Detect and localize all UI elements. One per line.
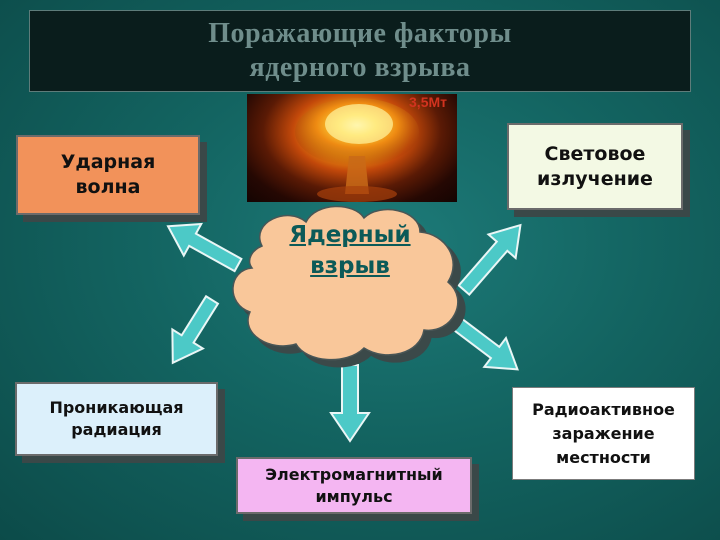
explosion-cloud	[232, 205, 459, 361]
arrow-to-emp	[329, 364, 371, 443]
factor-emp: Электромагнитный импульс	[236, 457, 472, 514]
title-line-2: ядерного взрыва	[249, 52, 471, 83]
factor-penetrating-radiation: Проникающая радиация	[15, 382, 218, 456]
arrow-to-shock-wave	[166, 222, 243, 273]
nuclear-explosion-label: Ядерный взрыв	[289, 222, 411, 279]
arrow-to-penetrating-radiation	[171, 294, 220, 365]
factor-radioactive-contamination: Радиоактивное заражение местности	[512, 387, 695, 480]
title-line-1: Поражающие факторы	[208, 18, 512, 49]
factor-light-radiation: Световое излучение	[507, 123, 683, 210]
factor-shock-wave: Ударная волна	[16, 135, 200, 215]
explosion-photo: 3,5Мт	[247, 94, 457, 202]
factor-radioactive-contamination-label: Радиоактивное заражение местности	[532, 399, 675, 467]
factor-penetrating-radiation-label: Проникающая радиация	[49, 398, 184, 439]
mushroom-cloud-image	[295, 98, 419, 202]
factor-light-radiation-label: Световое излучение	[537, 142, 653, 190]
yield-label: 3,5Мт	[409, 94, 447, 110]
arrow-to-radioactive-contamination	[446, 313, 519, 371]
factor-shock-wave-label: Ударная волна	[60, 151, 156, 198]
title-bar: Поражающие факторы ядерного взрыва	[29, 10, 691, 92]
factor-emp-label: Электромагнитный импульс	[265, 464, 443, 506]
arrow-to-light-radiation	[457, 223, 522, 297]
